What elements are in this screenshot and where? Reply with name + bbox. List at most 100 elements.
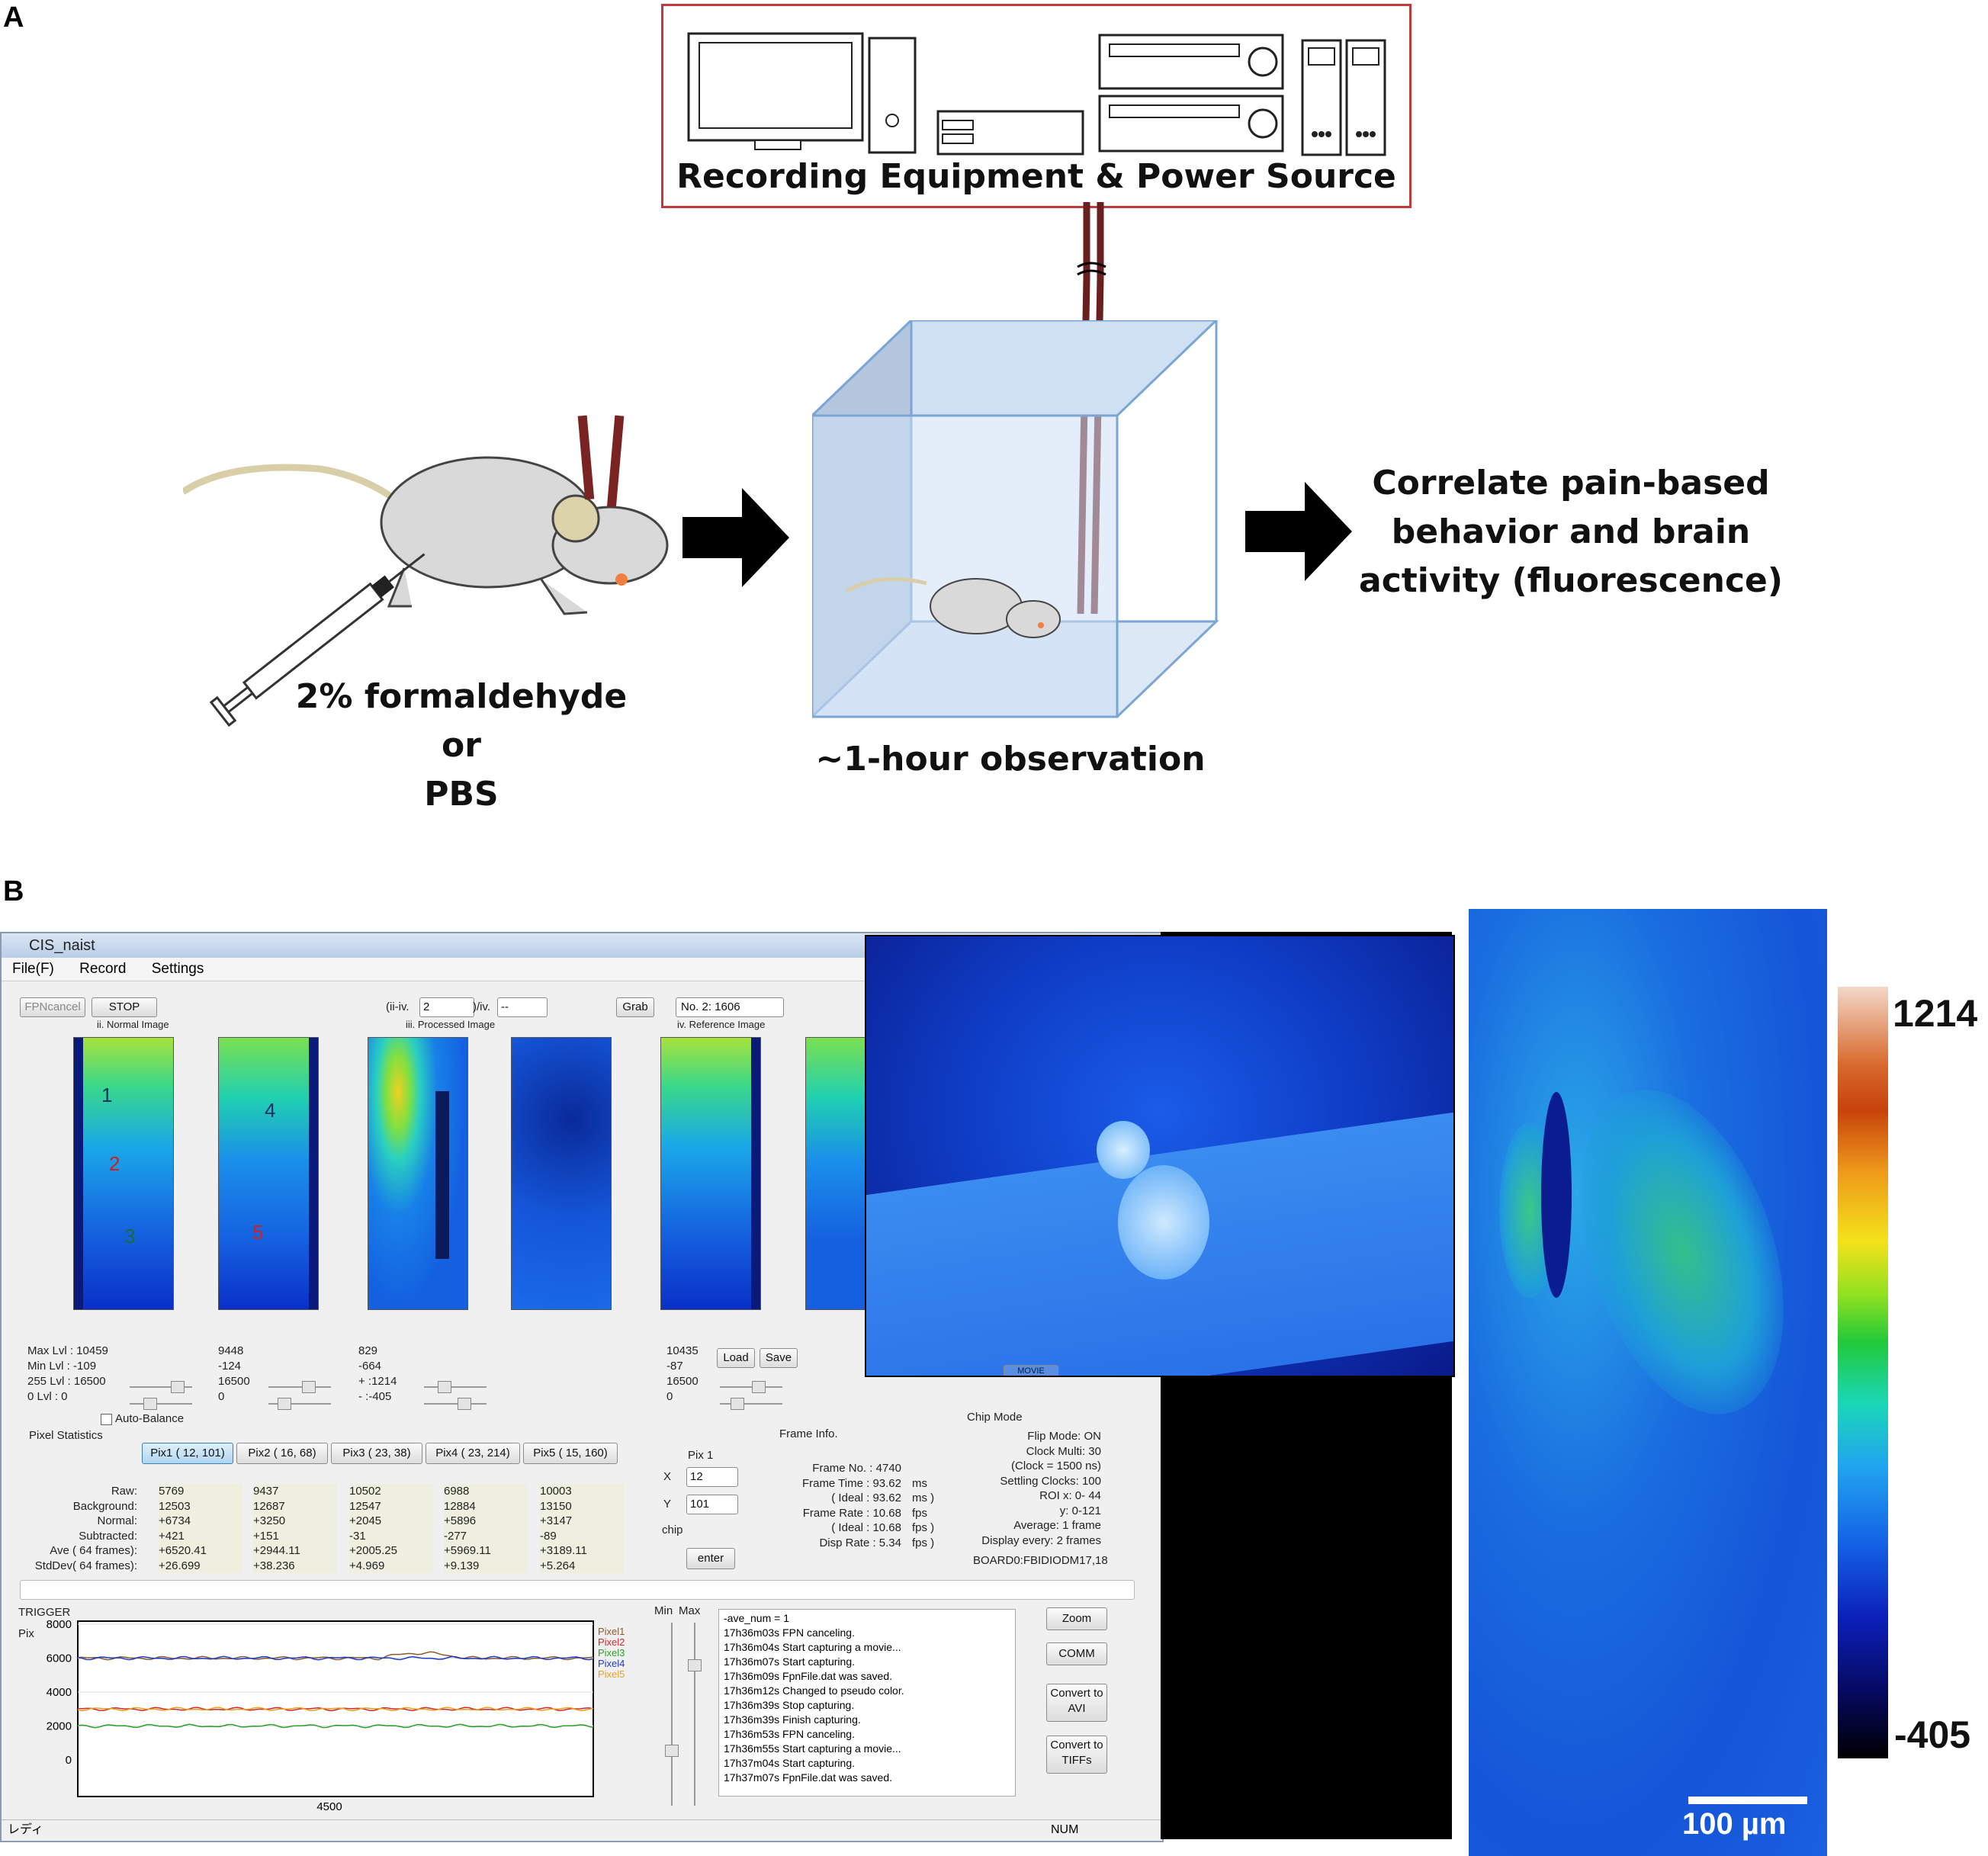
stat-value: +26.699 (159, 1559, 201, 1572)
injection-line-1: 2% formaldehyde (295, 677, 628, 716)
reference-image-label: iv. Reference Image (677, 1019, 766, 1030)
auto-balance-label: Auto-Balance (115, 1412, 185, 1425)
log-line: 17h36m09s FpnFile.dat was saved. (724, 1670, 893, 1682)
chip-mode-row: ROI x: 0- 44 (1039, 1489, 1101, 1502)
comm-button[interactable]: COMM (1046, 1642, 1107, 1665)
level-value: 16500 (666, 1375, 699, 1388)
stat-value: 12884 (444, 1499, 476, 1513)
auto-balance-checkbox[interactable]: Auto-Balance (101, 1412, 184, 1425)
grab-button[interactable]: Grab (616, 997, 654, 1017)
mouse-in-camera (1118, 1165, 1209, 1280)
frame-info-unit: fps ) (912, 1521, 935, 1534)
max-slider[interactable] (688, 1623, 702, 1806)
min-level: Min Lvl : -109 (27, 1360, 97, 1373)
convert-avi-button[interactable]: Convert to AVI (1046, 1684, 1107, 1722)
chip-mode-row: Average: 1 frame (1013, 1519, 1101, 1532)
level-255: 255 Lvl : 16500 (27, 1375, 106, 1388)
level-slider[interactable] (720, 1381, 782, 1393)
level-slider[interactable] (130, 1381, 192, 1393)
log-line: 17h36m55s Start capturing a movie... (724, 1742, 901, 1755)
x-input[interactable]: 12 (686, 1467, 738, 1487)
camera-view: MOVIE (865, 935, 1455, 1377)
board-label: BOARD0:FBIDIODM17,18 (973, 1554, 1108, 1567)
convert-tiffs-button[interactable]: Convert to TIFFs (1046, 1736, 1107, 1774)
enter-button[interactable]: enter (686, 1548, 735, 1569)
stat-value: +6520.41 (159, 1544, 207, 1557)
stat-labels: Raw: Background: Normal: Subtracted: Ave… (20, 1484, 137, 1573)
equipment-drawing (687, 32, 1386, 156)
i-iv-select[interactable]: -- (497, 997, 548, 1017)
load-button[interactable]: Load (717, 1348, 755, 1368)
stat-value: +38.236 (253, 1559, 295, 1572)
log-line: 17h36m03s FPN canceling. (724, 1626, 855, 1639)
pixel-statistics-label: Pixel Statistics (29, 1429, 103, 1442)
tab-pix2[interactable]: Pix2 ( 16, 68) (236, 1443, 328, 1464)
menu-settings[interactable]: Settings (151, 961, 204, 977)
stat-value: +3250 (253, 1514, 286, 1527)
stat-label: Raw: (111, 1485, 137, 1498)
correlate-line-1: Correlate pain-based (1372, 464, 1770, 503)
fpn-cancel-button[interactable]: FPNcancel (20, 997, 85, 1017)
stat-value: +3189.11 (540, 1544, 587, 1557)
x-tick-label: 4500 (316, 1800, 342, 1812)
tab-pix4[interactable]: Pix4 ( 23, 214) (426, 1443, 520, 1464)
tab-pix5[interactable]: Pix5 ( 15, 160) (523, 1443, 618, 1464)
min-slider[interactable] (665, 1623, 679, 1806)
frame-info-value: ( Ideal : 93.62 (831, 1492, 901, 1504)
log-line: 17h36m07s Start capturing. (724, 1655, 855, 1668)
chip-mode-row: Display every: 2 frames (981, 1533, 1101, 1547)
y-tick-label: 2000 (47, 1720, 72, 1733)
zoom-button[interactable]: Zoom (1046, 1607, 1107, 1630)
tab-pix3[interactable]: Pix3 ( 23, 38) (331, 1443, 422, 1464)
level-value: 9448 (218, 1344, 244, 1357)
level-slider[interactable] (424, 1381, 487, 1393)
level-slider[interactable] (424, 1398, 487, 1410)
recording-equipment-box: Recording Equipment & Power Source (661, 4, 1412, 208)
observation-box-illustration (812, 320, 1219, 719)
panel-b-label: B (3, 875, 24, 907)
colorbar (1838, 987, 1888, 1758)
level-slider[interactable] (720, 1398, 782, 1410)
level-value: 16500 (218, 1375, 250, 1388)
status-input[interactable] (20, 1580, 1135, 1600)
save-button[interactable]: Save (760, 1348, 798, 1368)
y-input[interactable]: 101 (686, 1495, 738, 1514)
frame-info-title: Frame Info. (779, 1427, 838, 1440)
ii-iv-select[interactable]: 2 (419, 997, 474, 1017)
frame-info-value: Frame No. : 4740 (812, 1462, 901, 1475)
y-label: Y (663, 1498, 672, 1511)
level-slider[interactable] (268, 1381, 331, 1393)
movie-button[interactable]: MOVIE (1004, 1365, 1058, 1376)
y-tick-label: 6000 (47, 1652, 72, 1665)
level-slider[interactable] (130, 1398, 192, 1410)
stat-value: 10502 (349, 1485, 381, 1498)
frame-info-unit: ms ) (912, 1492, 935, 1504)
software-window: CIS_naist File(F) Record Settings FPNcan… (0, 932, 1164, 1842)
tab-pix1[interactable]: Pix1 ( 12, 101) (142, 1443, 233, 1464)
trace-pixel4 (77, 1655, 594, 1661)
legend-pixel3: Pixel3 (598, 1647, 625, 1659)
normal-image-1: 1 2 3 (73, 1037, 174, 1310)
reference-select[interactable]: No. 2: 1606 (676, 997, 784, 1017)
stop-button[interactable]: STOP (92, 997, 157, 1017)
stat-value: 12503 (159, 1499, 191, 1513)
level-slider[interactable] (268, 1398, 331, 1410)
menu-record[interactable]: Record (79, 961, 127, 977)
pixel-marker-2: 2 (109, 1152, 120, 1175)
level-value: 0 (218, 1390, 225, 1403)
menu-file[interactable]: File(F) (12, 961, 54, 977)
frame-info-unit: fps (912, 1506, 928, 1520)
stat-value: 12687 (253, 1499, 285, 1513)
trace-pixel2 (77, 1707, 594, 1712)
log-line: 17h37m07s FpnFile.dat was saved. (724, 1771, 893, 1784)
frame-info-row: ( Ideal : 93.62 ms ) (778, 1491, 934, 1506)
stat-value: -89 (540, 1529, 557, 1543)
checkbox-box[interactable] (101, 1413, 112, 1425)
colorbar-min-label: -405 (1894, 1713, 1971, 1756)
y-tick-label: 8000 (47, 1618, 72, 1631)
